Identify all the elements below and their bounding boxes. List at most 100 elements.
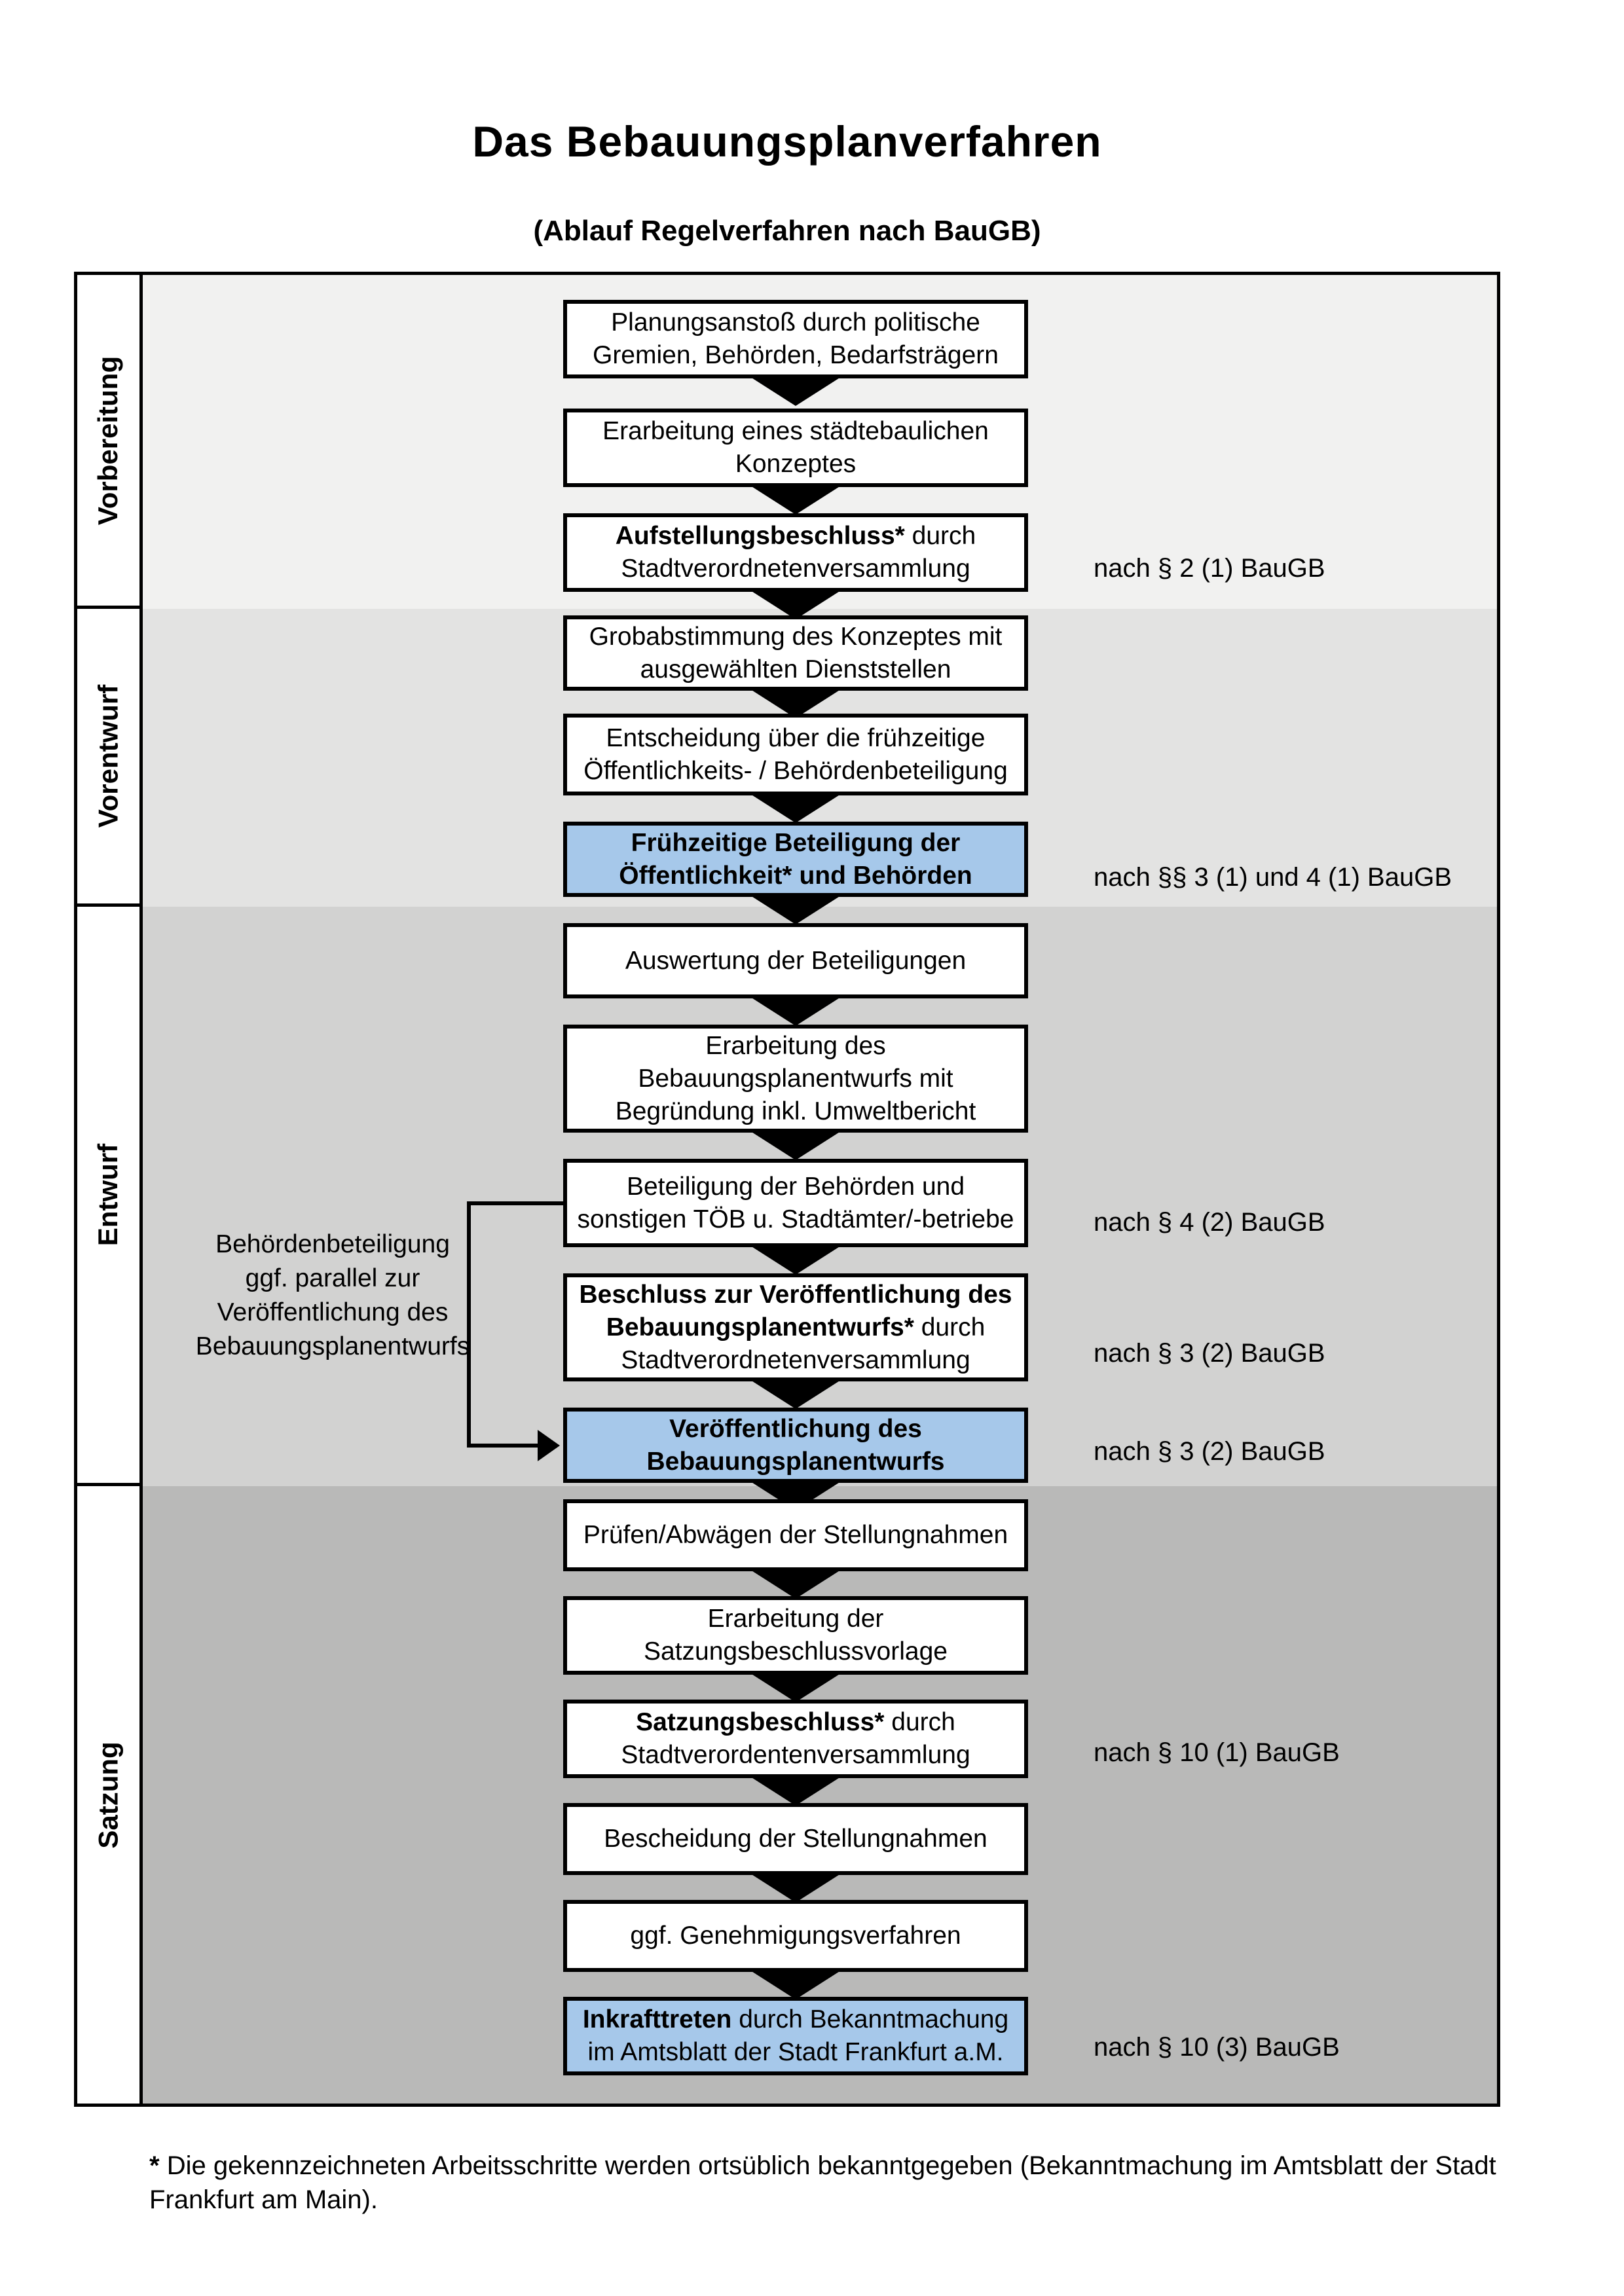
flow-step-text: Erarbeitung der <box>707 1605 884 1633</box>
flow-step-line: Bebauungsplanentwurfs <box>646 1446 944 1478</box>
flow-step-text: Erarbeitung eines städtebaulichen <box>602 417 989 445</box>
flow-step-text: durch <box>904 522 976 550</box>
flow-step-text: Stadtverordentenversammlung <box>621 1741 970 1769</box>
flow-step-line: Stadtverordnetenversammlung <box>621 553 970 585</box>
flow-step-line: Öffentlichkeits- / Behördenbeteiligung <box>583 755 1008 788</box>
phase-label-cell-vorentwurf: Vorentwurf <box>77 609 143 907</box>
side-note-line: ggf. parallel zur <box>245 1264 420 1292</box>
flow-step-text: Beteiligung der Behörden und <box>626 1172 965 1201</box>
footnote: * Die gekennzeichneten Arbeitsschritte w… <box>149 2149 1498 2217</box>
flow-step-text: Konzeptes <box>735 450 857 478</box>
flow-step-text: Stadtverordnetenversammlung <box>621 1345 970 1374</box>
side-note-line: Bebauungsplanentwurfs <box>195 1332 470 1360</box>
side-note-line: Behördenbeteiligung <box>215 1230 450 1258</box>
phase-label-cell-satzung: Satzung <box>77 1486 143 2104</box>
flow-step-text: durch <box>913 1313 986 1341</box>
flow-step-line: Beteiligung der Behörden und <box>627 1171 965 1203</box>
flow-step-text: Bescheidung der Stellungnahmen <box>604 1825 987 1853</box>
flow-arrow-down-icon <box>748 1245 843 1275</box>
flow-arrow-down-icon <box>748 793 843 823</box>
legal-ref-step-9: nach § 4 (2) BauGB <box>1094 1208 1325 1237</box>
page-subtitle: (Ablauf Regelverfahren nach BauGB) <box>533 215 1041 247</box>
flow-arrow-down-icon <box>748 484 843 515</box>
flow-step-text: sonstigen TÖB u. Stadtämter/-betriebe <box>577 1205 1014 1233</box>
flow-step-9: Beteiligung der Behörden und sonstigen TÖ… <box>563 1159 1028 1247</box>
flow-step-text: ausgewählten Dienststellen <box>640 655 951 683</box>
flow-step-line: ausgewählten Dienststellen <box>640 653 951 686</box>
legal-ref-step-17: nach § 10 (3) BauGB <box>1094 2033 1340 2062</box>
flow-step-line: Stadtverordentenversammlung <box>621 1739 970 1772</box>
flow-arrow-down-icon <box>748 1130 843 1160</box>
flow-arrow-down-icon <box>748 996 843 1026</box>
flow-step-line: Bebauungsplanentwurfs mit <box>638 1063 953 1095</box>
flow-step-line: ggf. Genehmigungsverfahren <box>630 1920 961 1952</box>
flow-step-7: Auswertung der Beteiligungen <box>563 923 1028 998</box>
flow-arrow-down-icon <box>748 1969 843 1999</box>
flow-step-text-bold: Inkrafttreten <box>582 2005 732 2033</box>
footnote-marker: * <box>149 2151 160 2180</box>
flow-arrow-down-icon <box>748 1872 843 1903</box>
flow-step-line: Bebauungsplanentwurfs* durch <box>606 1311 986 1344</box>
bracket-line-vertical <box>467 1201 471 1448</box>
flow-step-text: Gremien, Behörden, Bedarfsträgern <box>592 341 999 369</box>
flow-step-line: Auswertung der Beteiligungen <box>625 945 966 977</box>
legal-ref-step-11: nach § 3 (2) BauGB <box>1094 1437 1325 1466</box>
flow-step-line: Stadtverordnetenversammlung <box>621 1344 970 1377</box>
flow-step-text-bold: Satzungsbeschluss* <box>636 1708 885 1736</box>
flow-arrow-down-icon <box>748 688 843 718</box>
flow-step-line: Grobabstimmung des Konzeptes mit <box>589 621 1003 653</box>
bracket-arrowhead-icon <box>538 1430 560 1461</box>
flow-step-12: Prüfen/Abwägen der Stellungnahmen <box>563 1499 1028 1571</box>
flow-arrow-down-icon <box>748 1776 843 1806</box>
footnote-text: Die gekennzeichneten Arbeitsschritte wer… <box>149 2151 1496 2214</box>
bracket-line-top <box>467 1201 563 1205</box>
flow-step-line: Gremien, Behörden, Bedarfsträgern <box>593 339 999 372</box>
flow-arrow-down-icon <box>748 1379 843 1409</box>
flow-arrow-down-icon <box>748 1569 843 1599</box>
flow-step-line: Entscheidung über die frühzeitige <box>606 722 986 755</box>
flow-step-line: Frühzeitige Beteiligung der <box>631 827 961 860</box>
flow-arrow-down-icon <box>748 376 843 406</box>
phase-label-cell-entwurf: Entwurf <box>77 907 143 1486</box>
phase-label-vorbereitung: Vorbereitung <box>92 355 124 525</box>
flow-arrow-down-icon <box>748 589 843 619</box>
phase-label-satzung: Satzung <box>92 1741 124 1849</box>
flow-step-4: Grobabstimmung des Konzeptes mit ausgewäh… <box>563 615 1028 691</box>
flow-step-line: Satzungsbeschluss* durch <box>636 1706 955 1739</box>
flow-step-text-bold: Bebauungsplanentwurfs* <box>606 1313 914 1341</box>
legal-ref-step-10: nach § 3 (2) BauGB <box>1094 1339 1325 1368</box>
flow-step-text-bold: Aufstellungsbeschluss* <box>615 522 905 550</box>
flow-step-text-bold: Frühzeitige Beteiligung der <box>631 828 961 857</box>
flow-step-line: Inkrafttreten durch Bekanntmachung <box>583 2003 1008 2036</box>
phase-label-vorentwurf: Vorentwurf <box>92 684 124 828</box>
flow-step-line: Konzeptes <box>735 448 856 481</box>
flow-step-text: Auswertung der Beteiligungen <box>625 946 967 975</box>
flow-step-16: ggf. Genehmigungsverfahren <box>563 1900 1028 1972</box>
flow-step-line: Öffentlichkeit* und Behörden <box>619 860 972 892</box>
flow-step-text: Stadtverordnetenversammlung <box>621 555 970 583</box>
flow-step-text: Grobabstimmung des Konzeptes mit <box>589 622 1003 651</box>
flow-step-line: Aufstellungsbeschluss* durch <box>616 520 976 553</box>
flow-step-text-bold: Veröffentlichung des <box>669 1414 922 1443</box>
flow-step-text: Satzungsbeschlussvorlage <box>644 1637 948 1666</box>
legal-ref-step-3: nach § 2 (1) BauGB <box>1094 554 1325 583</box>
flow-step-text: ggf. Genehmigungsverfahren <box>630 1922 961 1950</box>
flow-step-text: Prüfen/Abwägen der Stellungnahmen <box>583 1521 1008 1549</box>
flow-step-text: durch <box>884 1708 955 1736</box>
flow-step-text-bold: Beschluss zur Veröffentlichung des <box>579 1280 1012 1309</box>
flow-step-line: sonstigen TÖB u. Stadtämter/-betriebe <box>578 1203 1014 1236</box>
flow-step-text-bold: Bebauungsplanentwurfs <box>646 1447 945 1476</box>
flow-step-15: Bescheidung der Stellungnahmen <box>563 1803 1028 1875</box>
flow-step-text: Entscheidung über die frühzeitige <box>606 723 986 752</box>
